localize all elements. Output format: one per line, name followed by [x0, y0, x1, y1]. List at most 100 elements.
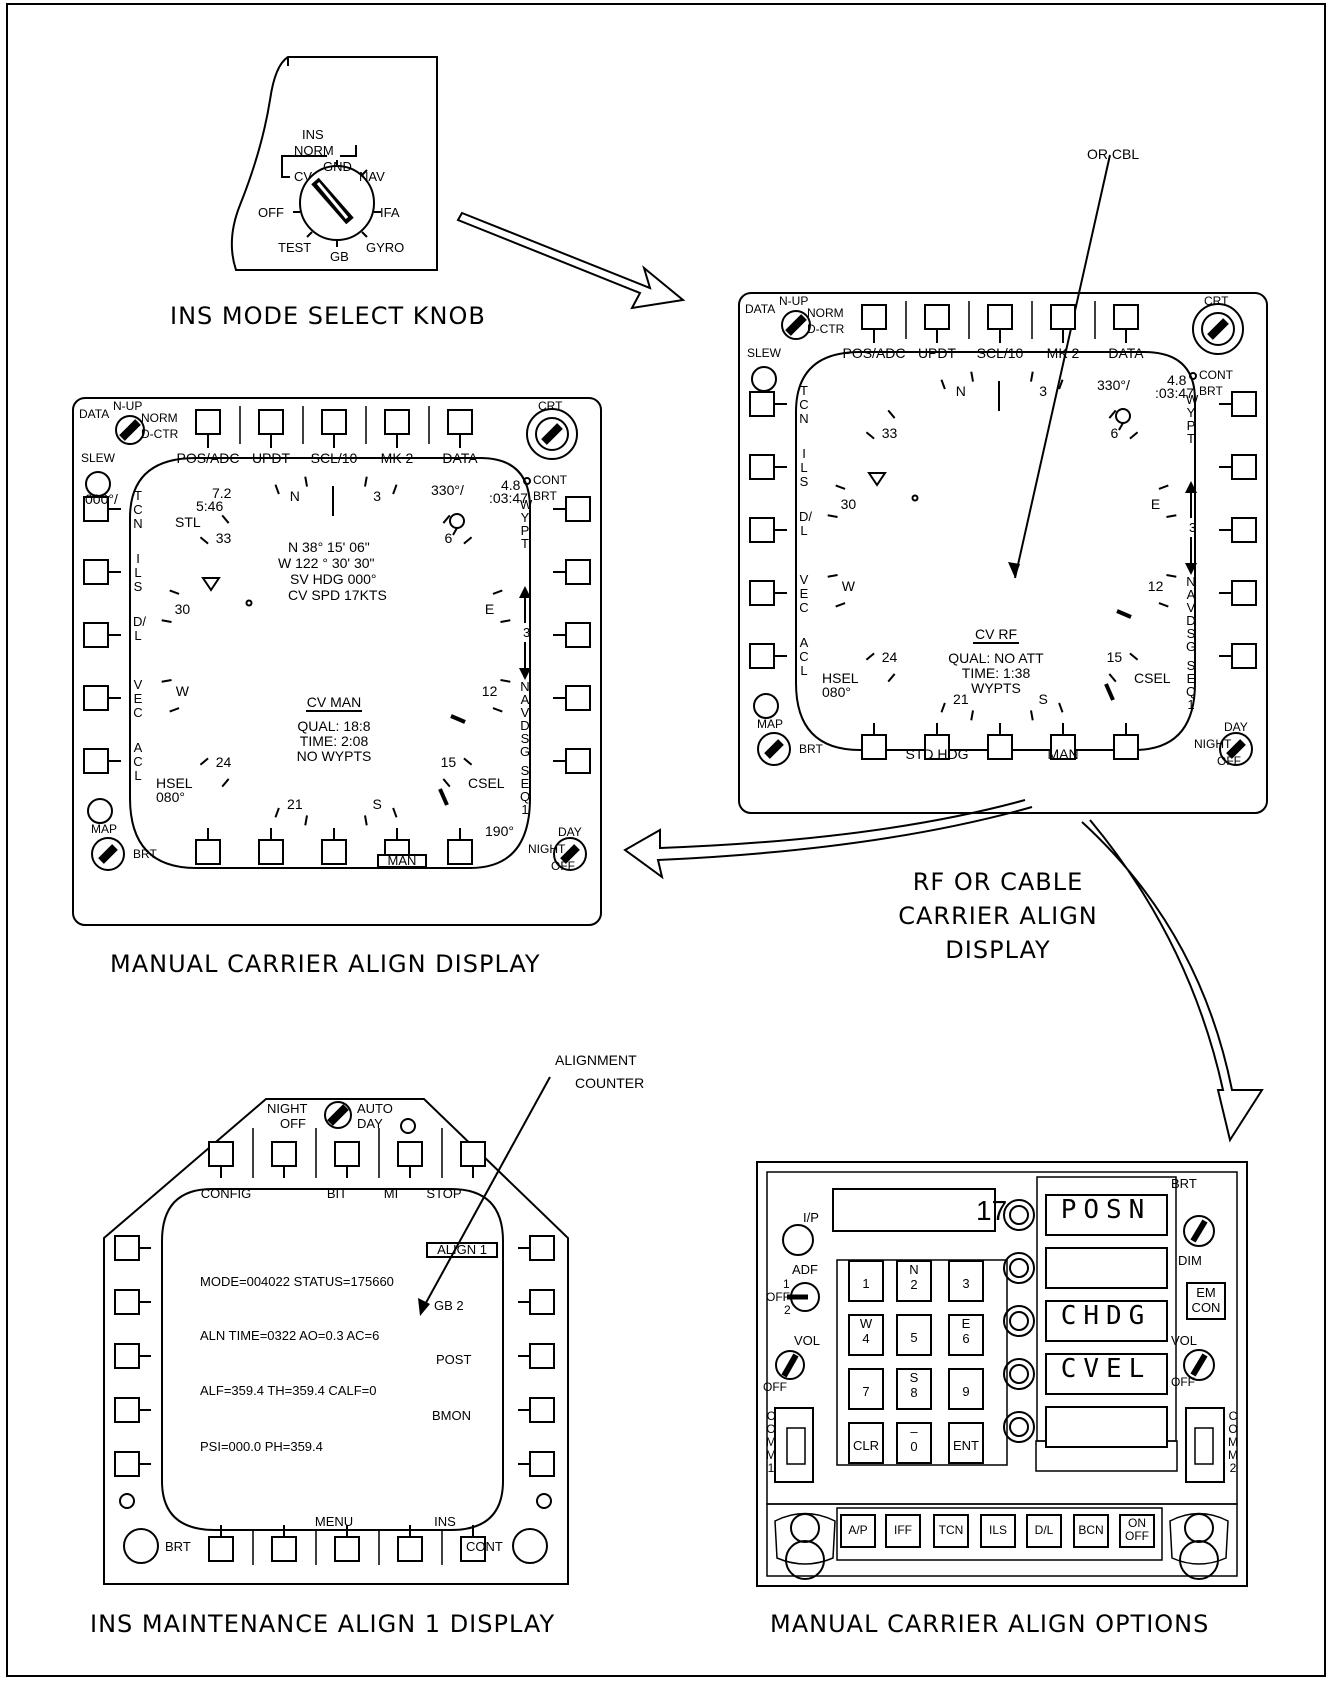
ddi-rf-top-label-4[interactable]: MK 2 [1047, 346, 1080, 360]
maint-top-pb-3[interactable] [335, 1142, 359, 1166]
ufc-key-label-3[interactable]: 3 [962, 1277, 969, 1290]
manual-man-label[interactable]: MAN [388, 854, 417, 867]
maint-top-label-bit[interactable]: BIT [327, 1187, 347, 1200]
ddi-rf-left-pb-1[interactable] [750, 392, 774, 416]
ddi-manual-top-label-2[interactable]: UPDT [252, 451, 290, 465]
maint-top-pb-5[interactable] [461, 1142, 485, 1166]
ddi-rf-top-label-1[interactable]: POS/ADC [842, 346, 905, 360]
ddi-manual-top-label-3[interactable]: SCL/10 [311, 451, 358, 465]
ddi-manual-left-pb-4[interactable] [84, 686, 108, 710]
ufc-bottom-label-3[interactable]: TCN [939, 1524, 964, 1536]
ufc-key-label-1[interactable]: 1 [862, 1277, 869, 1290]
ddi-rf-left-label-4[interactable]: VEC [799, 573, 809, 615]
ddi-manual-top-label-1[interactable]: POS/ADC [176, 451, 239, 465]
ufc-bottom-label-6[interactable]: BCN [1078, 1524, 1103, 1536]
ddi-rf-right-label-navdsg[interactable]: NAVDSG [1186, 575, 1196, 653]
ddi-manual-top-pb-1[interactable] [196, 410, 220, 434]
ddi-rf-top-pb-1[interactable] [862, 305, 886, 329]
ddi-rf-bottom-pb-3[interactable] [988, 735, 1012, 759]
ddi-rf-right-pb-2[interactable] [1232, 455, 1256, 479]
maint-top-label-config[interactable]: CONFIG [201, 1187, 252, 1200]
ddi-manual-left-label-4[interactable]: VEC [133, 678, 143, 720]
ddi-manual-left-pb-2[interactable] [84, 560, 108, 584]
ufc-bottom-label-5[interactable]: D/L [1035, 1524, 1054, 1536]
ddi-rf-top-label-3[interactable]: SCL/10 [977, 346, 1024, 360]
ddi-manual-left-label-5[interactable]: ACL [133, 741, 143, 783]
maint-top-label-stop[interactable]: STOP [426, 1187, 461, 1200]
ddi-manual-right-pb-3[interactable] [566, 623, 590, 647]
maint-left-pb-2[interactable] [115, 1290, 139, 1314]
ufc-key-label-7[interactable]: 7 [862, 1385, 869, 1398]
ufc-option-select-1[interactable] [1004, 1200, 1034, 1230]
maint-top-label-mi[interactable]: MI [384, 1187, 398, 1200]
ddi-rf-top-pb-4[interactable] [1051, 305, 1075, 329]
ddi-manual-top-pb-3[interactable] [322, 410, 346, 434]
maint-left-pb-1[interactable] [115, 1236, 139, 1260]
ddi-manual-bottom-pb-5[interactable] [448, 840, 472, 864]
maint-bottom-label-menu[interactable]: MENU [315, 1515, 353, 1528]
ufc-label-con[interactable]: CON [1192, 1301, 1221, 1314]
ufc-key-label-ent[interactable]: ENT [953, 1439, 979, 1452]
ddi-rf-right-pb-1[interactable] [1232, 392, 1256, 416]
ddi-manual-left-label-1[interactable]: TCN [133, 489, 143, 531]
ufc-label-em[interactable]: EM [1196, 1286, 1216, 1299]
ddi-manual-top-label-5[interactable]: DATA [442, 451, 477, 465]
ddi-rf-bottom-pb-5[interactable] [1114, 735, 1138, 759]
ddi-manual-left-label-3[interactable]: D/L [133, 615, 143, 643]
ddi-manual-map-button[interactable] [88, 799, 112, 823]
ddi-rf-left-label-1[interactable]: TCN [799, 384, 809, 426]
maint-left-pb-3[interactable] [115, 1344, 139, 1368]
ddi-rf-left-label-2[interactable]: ILS [799, 447, 809, 489]
ddi-manual-top-label-4[interactable]: MK 2 [381, 451, 414, 465]
ufc-key-label-4[interactable]: 4 [862, 1332, 869, 1345]
ddi-rf-left-pb-2[interactable] [750, 455, 774, 479]
ufc-option-select-4[interactable] [1004, 1359, 1034, 1389]
ddi-rf-left-label-3[interactable]: D/L [799, 510, 809, 538]
ufc-key-label-9[interactable]: 9 [962, 1385, 969, 1398]
ddi-manual-left-label-2[interactable]: ILS [133, 552, 143, 594]
ufc-bottom-label-4[interactable]: ILS [989, 1524, 1007, 1536]
ddi-manual-bottom-pb-1[interactable] [196, 840, 220, 864]
ddi-manual-top-pb-2[interactable] [259, 410, 283, 434]
ufc-option-select-2[interactable] [1004, 1253, 1034, 1283]
ddi-rf-left-pb-5[interactable] [750, 644, 774, 668]
maint-top-pb-2[interactable] [272, 1142, 296, 1166]
ddi-rf-left-label-5[interactable]: ACL [799, 636, 809, 678]
ufc-key-label-6[interactable]: 6 [962, 1332, 969, 1345]
ddi-rf-right-pb-5[interactable] [1232, 644, 1256, 668]
ufc-key-label-2[interactable]: 2 [910, 1278, 917, 1291]
ddi-manual-top-pb-5[interactable] [448, 410, 472, 434]
ddi-rf-bottom-pb-1[interactable] [862, 735, 886, 759]
ufc-bottom-label-1[interactable]: A/P [848, 1524, 867, 1536]
maint-right-pb-1[interactable] [530, 1236, 554, 1260]
ufc-option-select-3[interactable] [1004, 1306, 1034, 1336]
maint-bottom-label-ins[interactable]: INS [434, 1515, 456, 1528]
maint-align1-label[interactable]: ALIGN 1 [437, 1243, 487, 1256]
rf-bottom-label-man[interactable]: MAN [1047, 747, 1078, 761]
ddi-rf-left-pb-3[interactable] [750, 518, 774, 542]
maint-left-pb-5[interactable] [115, 1452, 139, 1476]
ddi-manual-right-pb-1[interactable] [566, 497, 590, 521]
ddi-manual-right-pb-2[interactable] [566, 560, 590, 584]
ddi-rf-top-label-5[interactable]: DATA [1108, 346, 1143, 360]
ufc-option-select-5[interactable] [1004, 1412, 1034, 1442]
maint-bottom-pb-1[interactable] [209, 1537, 233, 1561]
maint-right-pb-2[interactable] [530, 1290, 554, 1314]
ufc-bottom-label-2[interactable]: IFF [894, 1524, 912, 1536]
ddi-manual-bottom-pb-2[interactable] [259, 840, 283, 864]
ddi-manual-right-pb-5[interactable] [566, 749, 590, 773]
maint-top-pb-1[interactable] [209, 1142, 233, 1166]
ufc-bottom-label-7[interactable]: ON OFF [1123, 1517, 1151, 1543]
ddi-manual-right-label-navdsg[interactable]: NAVDSG [520, 680, 530, 758]
maint-bottom-pb-2[interactable] [272, 1537, 296, 1561]
ufc-key-label-8[interactable]: 8 [910, 1386, 917, 1399]
ddi-rf-slew-button[interactable] [752, 367, 776, 391]
ddi-manual-right-label-seq1[interactable]: SEQ1 [520, 764, 530, 816]
maint-left-pb-4[interactable] [115, 1398, 139, 1422]
ddi-rf-top-label-2[interactable]: UPDT [918, 346, 956, 360]
ddi-manual-right-pb-4[interactable] [566, 686, 590, 710]
maint-bottom-pb-3[interactable] [335, 1537, 359, 1561]
ddi-rf-map-button[interactable] [754, 694, 778, 718]
ufc-key-label-5[interactable]: 5 [910, 1331, 917, 1344]
maint-bottom-pb-4[interactable] [398, 1537, 422, 1561]
